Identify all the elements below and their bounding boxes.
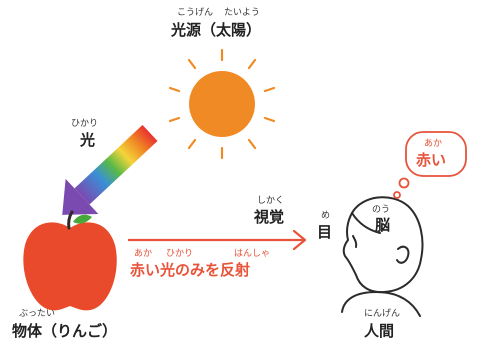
light-label: 光 [80,131,96,149]
sun-label: 光源（太陽） [171,21,262,39]
human-icon [341,196,424,317]
light-beam-icon [62,124,158,215]
eye-label-ruby: め [321,211,331,221]
light-label-ruby: ひかり [71,119,99,129]
thought-bubble-icon [393,131,467,199]
reflect-label-ruby-left: あか [134,249,153,259]
thought-label-ruby: あか [424,139,443,149]
reflection-arrow-icon [128,229,307,251]
reflect-label-ruby-mid: ひかり [166,249,194,259]
thought-label: 赤い [416,151,447,169]
apple-label-ruby: ぶったい [19,309,56,319]
human-label: 人間 [364,322,395,340]
apple-icon [23,210,117,311]
sun-icon [168,48,276,160]
sun-label-ruby-right: たいよう [224,8,260,18]
apple-label: 物体（りんご） [12,322,118,340]
brain-label-ruby: のう [372,205,391,215]
sun-label-ruby-left: こうげん [177,8,214,18]
vision-label: 視覚 [254,208,285,226]
reflect-label-ruby-right: はんしゃ [234,249,271,259]
human-label-ruby: にんげん [364,309,401,319]
brain-label: 脳 [375,216,391,234]
reflect-label: 赤い光のみを反射 [130,261,251,279]
eye-label: 目 [317,223,333,241]
vision-label-ruby: しかく [257,196,285,206]
